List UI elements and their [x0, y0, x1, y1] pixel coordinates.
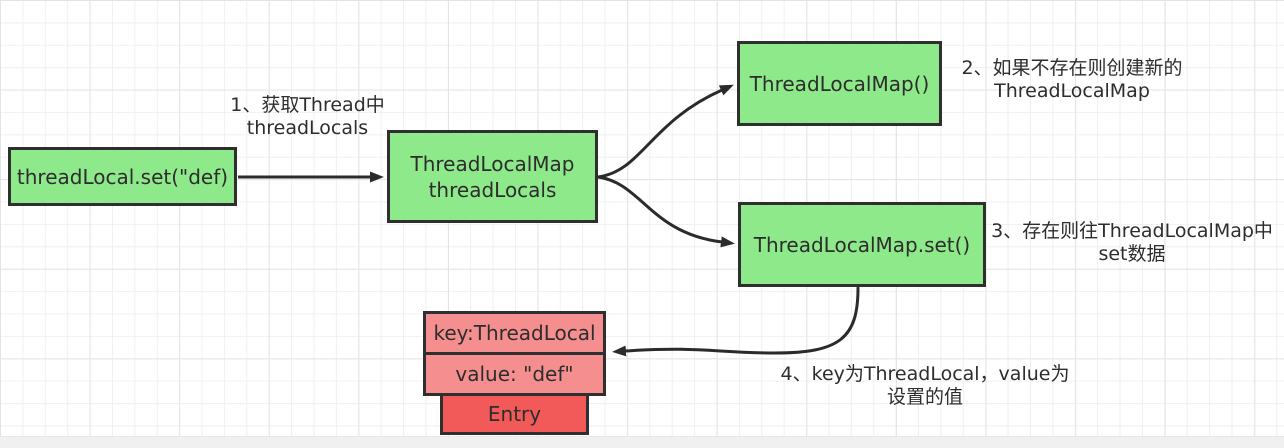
node-threadlocalmap-constructor-label: ThreadLocalMap() — [749, 71, 930, 96]
node-entry-value: value: "def" — [423, 352, 606, 396]
node-threadlocal-set: threadLocal.set("def) — [8, 147, 237, 206]
canvas-edge-strip — [0, 436, 1284, 448]
annotation-step4-line2: 设置的值 — [886, 386, 963, 409]
node-threadlocalmap-line1: ThreadLocalMap — [410, 151, 575, 176]
arrow-threadlocals-to-mapset — [596, 175, 735, 248]
node-entry-key: key:ThreadLocal — [423, 311, 606, 355]
annotation-step1: 1、获取Thread中 threadLocals — [210, 94, 405, 140]
annotation-step2-line2: ThreadLocalMap — [994, 80, 1150, 103]
annotation-step2: 2、如果不存在则创建新的 ThreadLocalMap — [943, 57, 1201, 103]
annotation-step3-line2: set数据 — [1098, 243, 1166, 266]
annotation-step4-line1: 4、key为ThreadLocal，value为 — [780, 363, 1070, 385]
annotation-step1-line1: 1、获取Thread中 — [230, 94, 385, 116]
node-entry-value-label: value: "def" — [455, 362, 574, 386]
node-threadlocal-set-label: threadLocal.set("def) — [16, 164, 229, 189]
node-threadlocalmap-line2: threadLocals — [428, 177, 557, 202]
node-threadlocalmap-threadlocals: ThreadLocalMap threadLocals — [387, 130, 598, 223]
annotation-step3-line1: 3、存在则往ThreadLocalMap中 — [991, 220, 1273, 242]
node-entry: Entry — [440, 393, 589, 435]
arrow-mapset-to-entry — [612, 286, 860, 357]
annotation-step2-line1: 2、如果不存在则创建新的 — [961, 57, 1183, 79]
annotation-step1-line2: threadLocals — [246, 117, 369, 140]
arrow-threadlocals-to-constructor — [596, 84, 734, 179]
annotation-step4: 4、key为ThreadLocal，value为 设置的值 — [770, 363, 1080, 409]
annotation-step3: 3、存在则往ThreadLocalMap中 set数据 — [980, 220, 1284, 266]
node-threadlocalmap-set-label: ThreadLocalMap.set() — [753, 232, 971, 257]
node-entry-label: Entry — [487, 402, 542, 426]
node-threadlocalmap-set: ThreadLocalMap.set() — [738, 202, 986, 287]
node-threadlocalmap-constructor: ThreadLocalMap() — [737, 41, 942, 126]
node-entry-key-label: key:ThreadLocal — [433, 321, 596, 345]
